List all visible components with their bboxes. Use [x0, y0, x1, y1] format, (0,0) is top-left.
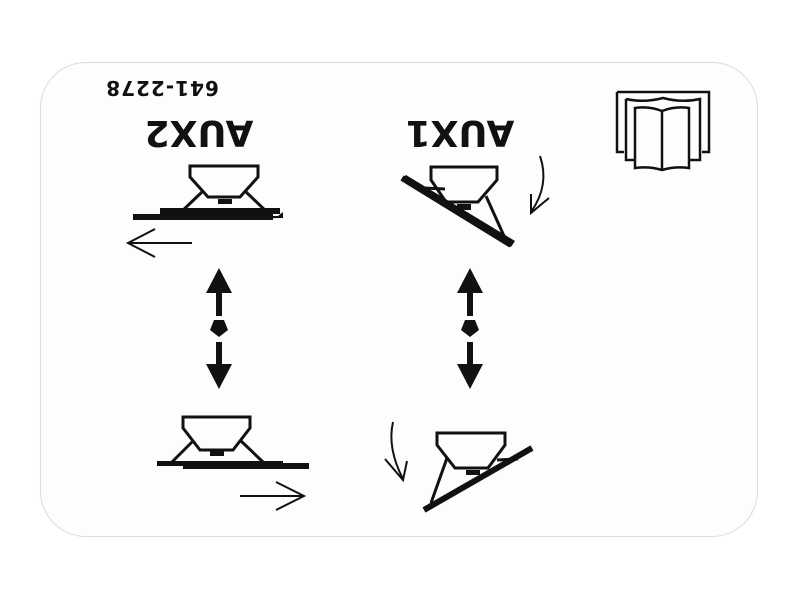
arrow-left-icon: [125, 228, 192, 258]
manual-icon: [615, 90, 711, 172]
part-number: 641-2278: [105, 76, 219, 100]
curved-arrow-icon: [530, 155, 550, 216]
aux2-label-text: AUX2: [145, 112, 254, 153]
aux1-upper-tilted-spreader-icon: [400, 165, 515, 248]
curved-arrow-icon: [384, 421, 408, 483]
aux2-label: AUX2: [145, 112, 254, 153]
part-number-text: 641-2278: [105, 76, 219, 100]
aux2-upper-spreader-icon: [133, 164, 283, 220]
aux2-up-down-arrow-icon: [206, 268, 232, 389]
aux2-lower-spreader-icon: [157, 415, 309, 469]
control-decal: [40, 62, 758, 537]
aux1-label: AUX1: [406, 112, 515, 153]
arrow-right-icon: [240, 481, 307, 511]
aux1-label-text: AUX1: [406, 112, 515, 153]
aux1-lower-tilted-spreader-icon: [422, 431, 534, 513]
aux1-up-down-arrow-icon: [457, 268, 483, 389]
